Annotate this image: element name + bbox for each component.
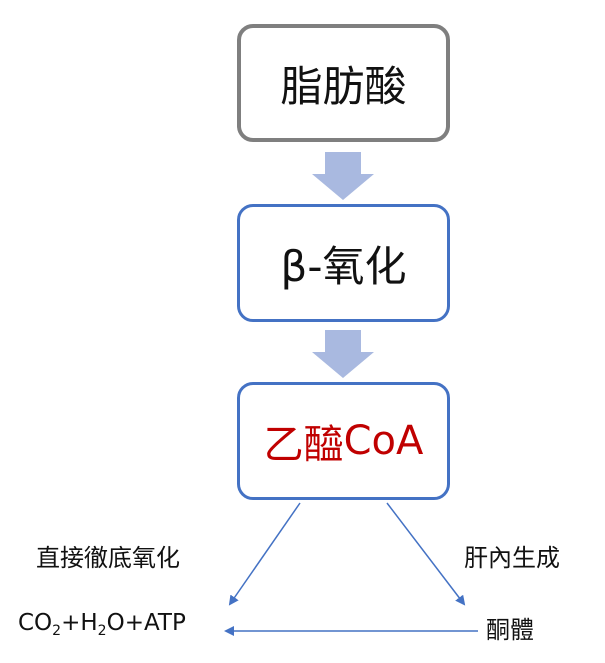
acetyl-coa-label-part2: CoA	[343, 418, 424, 464]
fatty-acid-label: 脂肪酸	[280, 61, 407, 111]
products-label: CO2+H2O+ATP	[18, 610, 186, 639]
ketone-bodies-label: 酮體	[486, 616, 534, 644]
products-co-subscript: 2	[52, 623, 62, 639]
liver-generation-label: 肝內生成	[464, 544, 560, 572]
block-arrow-down-2	[312, 330, 374, 378]
arrow-to-ketone-bodies	[386, 502, 466, 606]
arrow-to-products	[228, 502, 301, 606]
complete-oxidation-label: 直接徹底氧化	[36, 544, 180, 572]
beta-oxidation-label: β-氧化	[280, 241, 407, 291]
acetyl-coa-label-part1: 乙醯	[263, 422, 344, 468]
products-rest: O+ATP	[106, 610, 186, 636]
block-arrow-down-1	[312, 152, 374, 200]
fatty-acid-box: 脂肪酸	[237, 24, 450, 142]
products-plus-h: +H	[61, 610, 98, 636]
beta-oxidation-box: β-氧化	[237, 204, 450, 322]
products-co: CO	[18, 610, 53, 636]
products-h-subscript: 2	[97, 623, 107, 639]
